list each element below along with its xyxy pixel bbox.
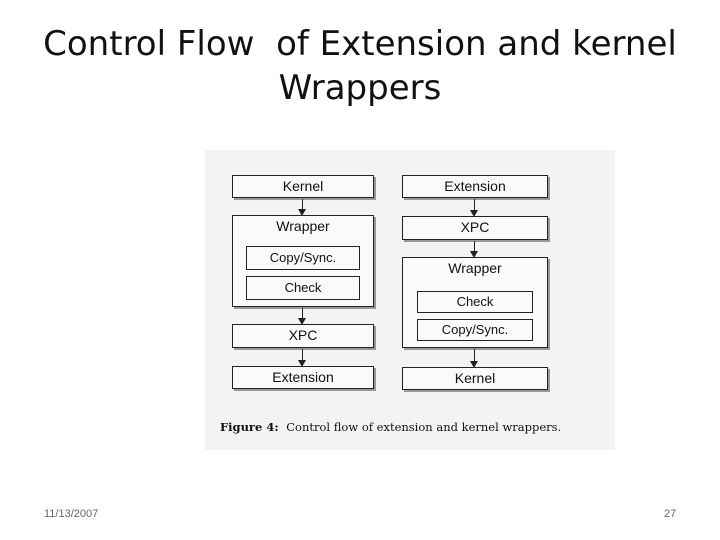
- right-xpc-box: XPC: [402, 216, 548, 240]
- left-copysync-label: Copy/Sync.: [269, 250, 337, 265]
- right-check-label: Check: [456, 294, 494, 309]
- left-extension-box: Extension: [232, 366, 374, 389]
- left-check-label: Check: [284, 280, 322, 295]
- right-check-box: Check: [417, 291, 533, 313]
- figure-image: Kernel Wrapper Copy/Sync. Check XPC Exte…: [205, 150, 615, 450]
- left-wrapper-box: Wrapper Copy/Sync. Check: [232, 215, 374, 307]
- right-arrow-3: [470, 349, 478, 368]
- right-arrow-1: [470, 199, 478, 217]
- left-wrapper-label: Wrapper: [276, 218, 330, 234]
- right-copysync-label: Copy/Sync.: [441, 322, 509, 337]
- left-xpc-box: XPC: [232, 324, 374, 348]
- left-xpc-label: XPC: [288, 327, 318, 343]
- right-extension-label: Extension: [444, 178, 506, 194]
- left-arrow-1: [298, 199, 306, 216]
- slide-title: Control Flow of Extension and kernel Wra…: [43, 24, 677, 108]
- right-wrapper-label: Wrapper: [448, 260, 502, 276]
- caption-label: Figure 4:: [220, 420, 279, 434]
- right-copysync-box: Copy/Sync.: [417, 319, 533, 341]
- right-wrapper-box: Wrapper Check Copy/Sync.: [402, 257, 548, 348]
- right-kernel-box: Kernel: [402, 367, 548, 390]
- slide-date: 11/13/2007: [44, 508, 99, 520]
- left-kernel-box: Kernel: [232, 175, 374, 198]
- right-arrow-2: [470, 241, 478, 258]
- left-arrow-2: [298, 308, 306, 325]
- slide-number: 27: [664, 508, 677, 520]
- right-xpc-label: XPC: [460, 219, 490, 235]
- left-kernel-label: Kernel: [282, 178, 324, 194]
- right-kernel-label: Kernel: [454, 370, 496, 386]
- right-extension-box: Extension: [402, 175, 548, 198]
- figure-caption: Figure 4: Control flow of extension and …: [220, 420, 600, 434]
- left-arrow-3: [298, 349, 306, 367]
- left-check-box: Check: [246, 276, 360, 300]
- left-extension-label: Extension: [272, 369, 334, 385]
- left-copysync-box: Copy/Sync.: [246, 246, 360, 270]
- caption-text: Control flow of extension and kernel wra…: [286, 420, 562, 434]
